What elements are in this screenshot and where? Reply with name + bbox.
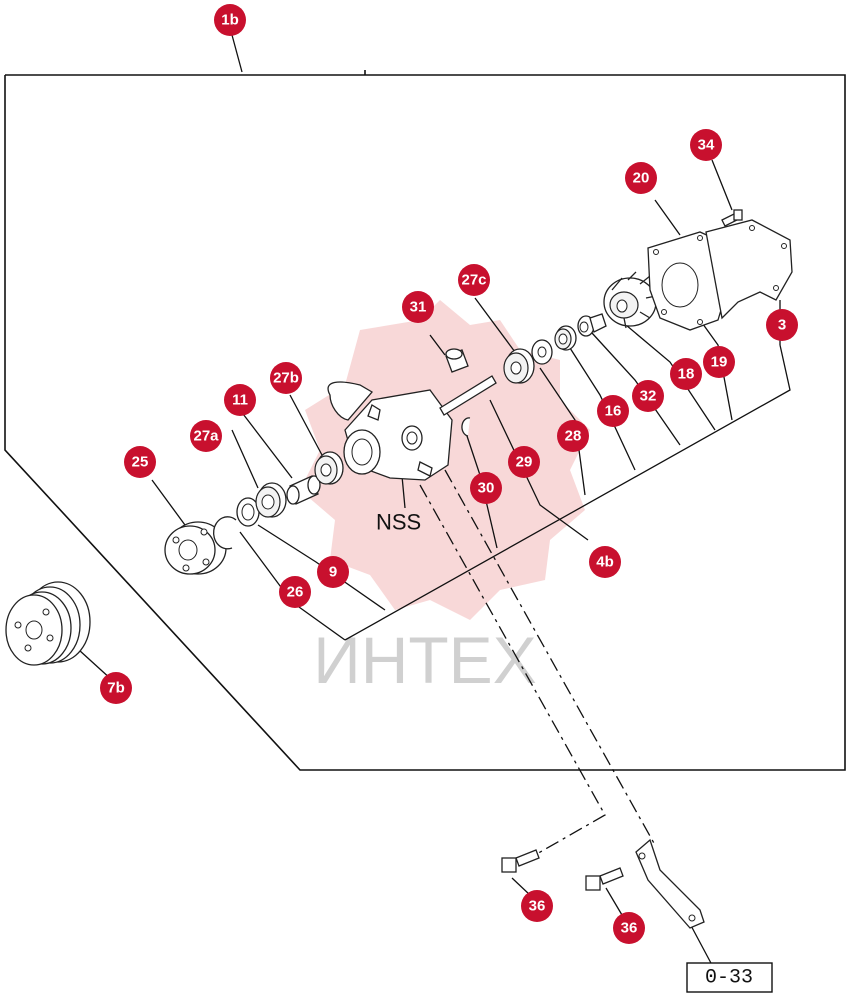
pulley-7b [5,581,91,666]
svg-text:27b: 27b [273,370,299,387]
callout-36-left: 36 [521,890,553,922]
svg-text:27c: 27c [461,272,486,289]
bolt-34 [721,209,743,227]
assembly-frame [4,70,846,771]
svg-text:36: 36 [529,898,546,915]
shaft-29 [439,375,497,416]
callout-32: 32 [632,380,664,412]
callout-29: 29 [508,446,540,478]
svg-text:3: 3 [778,317,786,334]
svg-text:36: 36 [621,920,638,937]
plug-31 [445,348,469,373]
callouts: 1b 34 20 27c 31 3 18 19 32 16 27b 11 28 … [100,4,798,944]
svg-text:20: 20 [633,170,650,187]
svg-text:18: 18 [678,366,695,383]
callout-25: 25 [124,446,156,478]
svg-text:30: 30 [478,480,495,497]
svg-text:28: 28 [565,428,582,445]
svg-text:29: 29 [516,454,533,471]
impeller-18 [603,271,657,329]
callout-11: 11 [224,384,256,416]
callout-27a: 27a [190,420,222,452]
callout-27c: 27c [458,264,490,296]
svg-text:1b: 1b [221,12,239,29]
callout-20: 20 [625,162,657,194]
callout-26: 26 [279,576,311,608]
svg-text:32: 32 [640,388,657,405]
pump-housing [327,381,453,481]
callout-4b: 4b [589,546,621,578]
bearing-27c [503,348,535,384]
svg-text:19: 19 [711,354,728,371]
spacer-11 [286,475,321,505]
svg-text:11: 11 [232,392,248,409]
bearing-27a [255,482,287,518]
gasket-3 [705,219,793,320]
callout-27b: 27b [270,362,302,394]
svg-text:7b: 7b [107,680,125,697]
page-reference: 0-33 [686,962,773,993]
bolt-36-right [585,867,624,891]
svg-text:25: 25 [132,454,149,471]
callout-18: 18 [670,358,702,390]
svg-text:26: 26 [287,584,304,601]
callout-1b: 1b [214,4,246,36]
callout-16: 16 [597,395,629,427]
svg-text:4b: 4b [596,554,614,571]
clip-30 [461,417,471,437]
seal-16 [554,325,577,351]
page-reference-text: 0-33 [705,967,753,990]
callout-30: 30 [470,472,502,504]
svg-text:16: 16 [605,403,622,420]
callout-7b: 7b [100,672,132,704]
callout-34: 34 [690,129,722,161]
svg-text:27a: 27a [193,428,219,445]
callout-28: 28 [557,420,589,452]
center-lines [419,469,656,856]
seal-32 [577,313,607,337]
bracket [635,838,705,929]
svg-text:9: 9 [329,564,337,581]
bearing-27b [314,451,344,485]
snap-ring-26 [212,516,237,550]
callout-19: 19 [703,346,735,378]
watermark-text: ИНТЕХ [313,623,536,697]
callout-9: 9 [317,556,349,588]
callout-3: 3 [766,309,798,341]
svg-text:34: 34 [698,137,715,154]
bolt-36-left [501,849,540,873]
leader-1b [231,34,243,73]
callout-36-right: 36 [613,912,645,944]
nss-label: NSS [376,510,421,535]
callout-31: 31 [402,291,434,323]
svg-text:31: 31 [410,299,427,316]
washer-28 [531,339,553,365]
